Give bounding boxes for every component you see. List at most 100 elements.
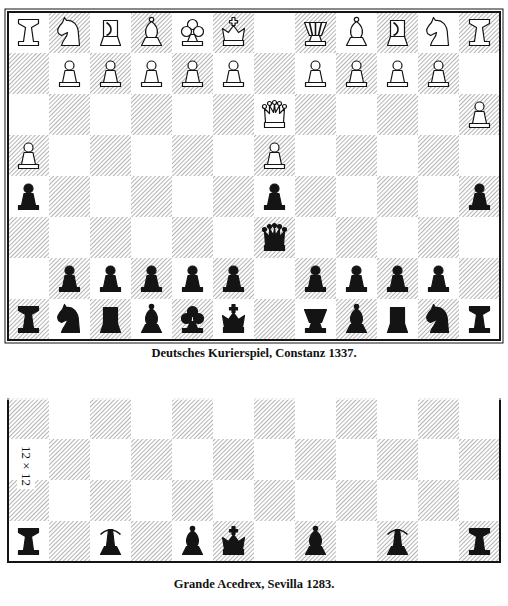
board-square bbox=[131, 12, 172, 53]
crossbow-piece bbox=[101, 530, 121, 555]
board-square bbox=[295, 299, 336, 340]
board-square bbox=[172, 135, 213, 176]
board-square bbox=[131, 94, 172, 135]
bishop-piece bbox=[183, 526, 203, 554]
pawn-piece bbox=[388, 61, 408, 87]
board-square bbox=[254, 398, 295, 439]
board-square bbox=[8, 176, 49, 217]
board-square bbox=[49, 12, 90, 53]
board-square bbox=[254, 480, 295, 521]
sage-piece bbox=[305, 310, 327, 333]
board-square bbox=[90, 439, 131, 480]
bishop-piece bbox=[347, 304, 367, 332]
pawn-piece bbox=[388, 266, 408, 292]
board-square bbox=[336, 398, 377, 439]
board-square bbox=[295, 217, 336, 258]
archer-piece bbox=[388, 308, 408, 333]
board-square bbox=[90, 299, 131, 340]
board-square bbox=[295, 521, 336, 562]
board-square bbox=[172, 521, 213, 562]
board-square bbox=[172, 53, 213, 94]
archer-piece bbox=[101, 308, 121, 333]
rook-piece bbox=[19, 20, 39, 46]
board-square bbox=[213, 258, 254, 299]
board-square bbox=[418, 217, 459, 258]
pawn-piece bbox=[429, 266, 449, 292]
bishop-piece bbox=[142, 304, 162, 332]
board-square bbox=[295, 398, 336, 439]
board-square bbox=[336, 94, 377, 135]
board-square bbox=[90, 12, 131, 53]
board-square bbox=[254, 94, 295, 135]
board-square bbox=[295, 258, 336, 299]
crossbow-piece bbox=[388, 530, 408, 555]
board-square bbox=[336, 439, 377, 480]
pawn-piece bbox=[19, 184, 39, 210]
board-caption: Grande Acedrex, Sevilla 1283. bbox=[174, 577, 335, 592]
board-square bbox=[213, 217, 254, 258]
board-square bbox=[8, 521, 49, 562]
pawn-piece bbox=[306, 61, 326, 87]
king-piece bbox=[223, 18, 245, 46]
board-square bbox=[377, 521, 418, 562]
board-square bbox=[418, 53, 459, 94]
board-square bbox=[172, 299, 213, 340]
board-square bbox=[377, 217, 418, 258]
king-piece bbox=[223, 305, 245, 333]
club-piece bbox=[182, 20, 204, 46]
board-square bbox=[90, 217, 131, 258]
board-square bbox=[90, 53, 131, 94]
board-square bbox=[336, 258, 377, 299]
board-square bbox=[49, 521, 90, 562]
pawn-piece bbox=[101, 266, 121, 292]
board-square bbox=[131, 439, 172, 480]
board-square bbox=[254, 217, 295, 258]
board-square bbox=[418, 398, 459, 439]
board-square bbox=[254, 258, 295, 299]
board-square bbox=[213, 176, 254, 217]
board-square bbox=[459, 258, 500, 299]
board-square bbox=[131, 480, 172, 521]
archer-piece bbox=[101, 21, 121, 46]
board-square bbox=[49, 176, 90, 217]
board-square bbox=[377, 398, 418, 439]
board-square bbox=[8, 53, 49, 94]
board-square bbox=[8, 217, 49, 258]
board-square bbox=[254, 439, 295, 480]
pawn-piece bbox=[265, 143, 285, 169]
bishop-piece bbox=[347, 17, 367, 45]
board-square bbox=[49, 94, 90, 135]
board-square bbox=[213, 299, 254, 340]
pawn-piece bbox=[306, 266, 326, 292]
board-square bbox=[418, 258, 459, 299]
pawn-piece bbox=[142, 266, 162, 292]
board-square bbox=[254, 176, 295, 217]
board-square bbox=[418, 176, 459, 217]
board-square bbox=[49, 439, 90, 480]
board-square bbox=[377, 258, 418, 299]
board-square bbox=[172, 94, 213, 135]
board-square bbox=[418, 12, 459, 53]
board-square bbox=[131, 398, 172, 439]
board-square bbox=[131, 299, 172, 340]
board-square bbox=[418, 439, 459, 480]
board-square bbox=[131, 53, 172, 94]
board-square bbox=[213, 12, 254, 53]
knight-piece bbox=[58, 18, 80, 46]
pawn-piece bbox=[19, 143, 39, 169]
rook-piece bbox=[470, 20, 490, 46]
board-square bbox=[295, 135, 336, 176]
pawn-piece bbox=[183, 61, 203, 87]
board-square bbox=[172, 398, 213, 439]
rook-piece bbox=[19, 529, 39, 555]
board-square bbox=[90, 94, 131, 135]
pawn-piece bbox=[142, 61, 162, 87]
board-square bbox=[254, 299, 295, 340]
board-square bbox=[336, 521, 377, 562]
board-square bbox=[336, 299, 377, 340]
board-square bbox=[49, 398, 90, 439]
board-square bbox=[377, 480, 418, 521]
board-square bbox=[213, 398, 254, 439]
board-square bbox=[49, 480, 90, 521]
